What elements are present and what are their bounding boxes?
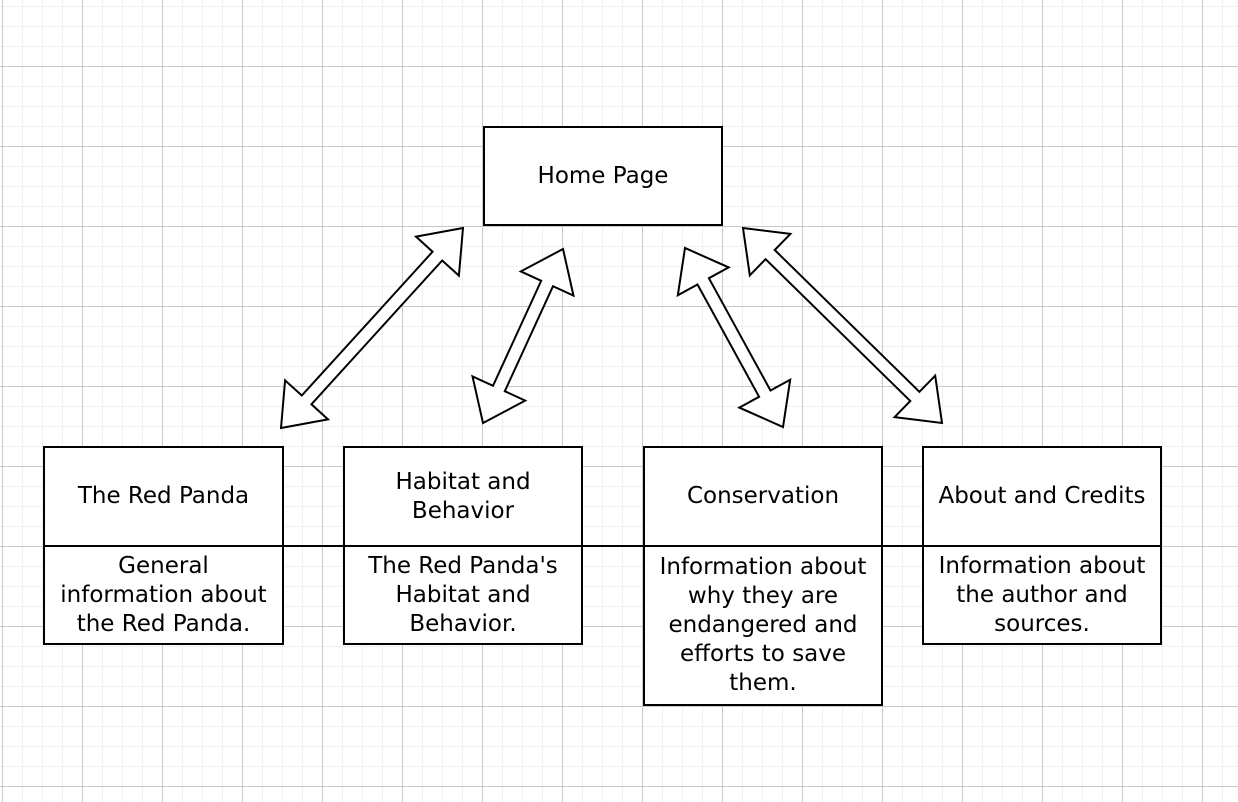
node-description: Information about why they are endangere… [659,554,867,696]
node-title: The Red Panda [45,448,282,547]
node-title: About and Credits [924,448,1160,547]
node-title: Habitat and Behavior [345,448,581,547]
node-habitat-and-behavior[interactable]: Habitat and Behavior The Red Panda's Hab… [343,446,583,645]
node-home-page[interactable]: Home Page [483,126,723,226]
double-arrow-home-to-the-red-panda[interactable] [279,226,465,430]
node-title: Conservation [645,448,881,547]
section-divider-line [43,545,1162,547]
node-the-red-panda[interactable]: The Red Panda General information about … [43,446,284,645]
node-conservation[interactable]: Conservation Information about why they … [643,446,883,706]
double-arrow-home-to-habitat-and-behavior[interactable] [471,247,575,425]
double-arrow-home-to-conservation[interactable] [676,246,792,429]
node-title: Home Page [537,162,669,189]
node-description: The Red Panda's Habitat and Behavior. [368,552,558,637]
double-arrow-home-to-about-and-credits[interactable] [741,226,944,425]
node-about-and-credits[interactable]: About and Credits Information about the … [922,446,1162,645]
node-description: General information about the Red Panda. [60,552,267,637]
node-description: Information about the author and sources… [938,552,1146,637]
